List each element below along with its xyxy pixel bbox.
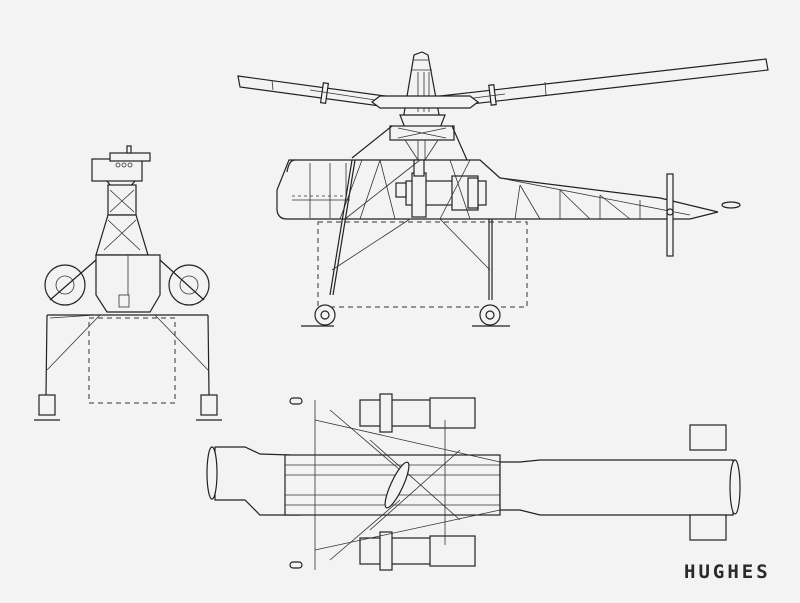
fuselage-side: [276, 159, 741, 257]
rotor-hub-top: [384, 461, 410, 509]
cargo-envelope-side: [317, 221, 528, 308]
maker-label: HUGHES: [684, 561, 771, 583]
top-view: [206, 393, 741, 571]
front-view: [34, 145, 222, 421]
main-rotor-blades: [237, 58, 769, 108]
landing-gear-side: [301, 159, 510, 327]
pylon-struts: [351, 125, 468, 161]
side-view: [237, 51, 769, 327]
rotor-hub: [371, 51, 479, 161]
cargo-envelope-front: [88, 317, 176, 404]
